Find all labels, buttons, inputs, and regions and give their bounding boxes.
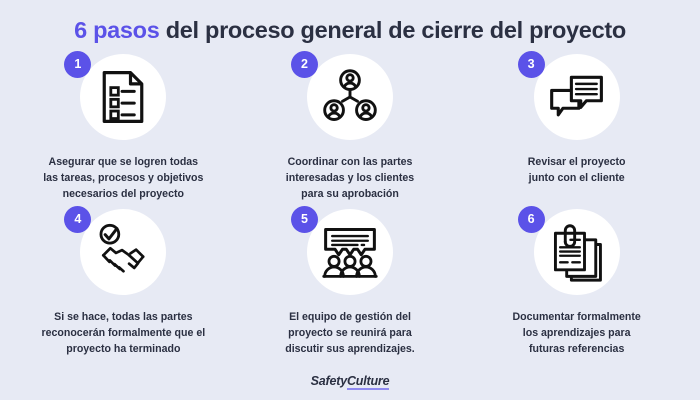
step-1-circle [80, 53, 167, 140]
step-3-caption: Revisar el proyecto junto con el cliente [527, 155, 626, 184]
safetyculture-logo: SafetyCulture [310, 374, 390, 390]
step-6-badge: 6 [517, 205, 545, 233]
step-1-caption: Asegurar que se logren todas las tareas,… [43, 155, 204, 201]
people-network-icon [323, 69, 377, 121]
team-meeting-icon [322, 227, 378, 278]
step-2-badge: 2 [290, 50, 318, 78]
logo-first-word: Safety [310, 374, 348, 388]
step-5-icon-wrap: 5 [290, 205, 393, 295]
step-4-badge: 4 [64, 205, 92, 233]
step-3-badge: 3 [517, 50, 545, 78]
step-card-6: 6 Documentar f [463, 205, 690, 364]
step-card-1: 1 Asegurar que se logren todas las tarea… [10, 50, 237, 209]
handshake-check-icon [99, 223, 145, 273]
speech-bubbles-icon [549, 75, 603, 117]
step-3-icon-wrap: 3 [517, 50, 620, 140]
step-card-3: 3 Revisar el proyecto junto con el clien… [463, 50, 690, 209]
step-2-icon-wrap: 2 [290, 50, 393, 140]
documents-paperclip-icon [553, 224, 602, 282]
title-rest: del proceso general de cierre del proyec… [159, 17, 627, 43]
logo-underline [346, 388, 390, 390]
footer: SafetyCulture [0, 372, 700, 390]
page-title: 6 pasos del proceso general de cierre de… [0, 17, 700, 44]
steps-grid: 1 Asegurar que se logren todas las tarea… [0, 50, 700, 364]
step-1-badge: 1 [64, 50, 92, 78]
step-card-4: 4 Si se [10, 205, 237, 364]
title-accent: 6 pasos [74, 17, 160, 43]
step-6-caption: Documentar formalmente los aprendizajes … [512, 310, 641, 356]
step-card-5: 5 [237, 205, 464, 364]
step-1-icon-wrap: 1 [64, 50, 167, 140]
step-5-badge: 5 [290, 205, 318, 233]
step-6-icon-wrap: 6 [517, 205, 620, 295]
step-4-icon-wrap: 4 [64, 205, 167, 295]
logo-second-word: Culture [346, 374, 390, 388]
document-checklist-icon [102, 70, 144, 123]
step-4-caption: Si se hace, todas las partes reconocerán… [41, 310, 206, 356]
step-5-caption: El equipo de gestión del proyecto se reu… [285, 310, 415, 356]
step-2-caption: Coordinar con las partes interesadas y l… [285, 155, 415, 201]
step-card-2: 2 [237, 50, 464, 209]
